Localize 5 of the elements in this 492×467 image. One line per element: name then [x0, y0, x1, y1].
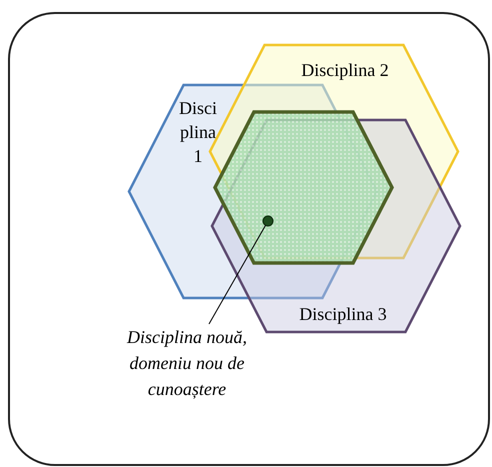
hexagon-label: Disciplina 1: [178, 97, 218, 168]
leader-line: [208, 224, 266, 324]
hexagon-label: Disciplina 2: [300, 59, 390, 81]
callout-text: Disciplina nouă, domeniu nou de cunoaștere: [126, 326, 248, 401]
hexagon-label: Disciplina 3: [298, 303, 388, 325]
